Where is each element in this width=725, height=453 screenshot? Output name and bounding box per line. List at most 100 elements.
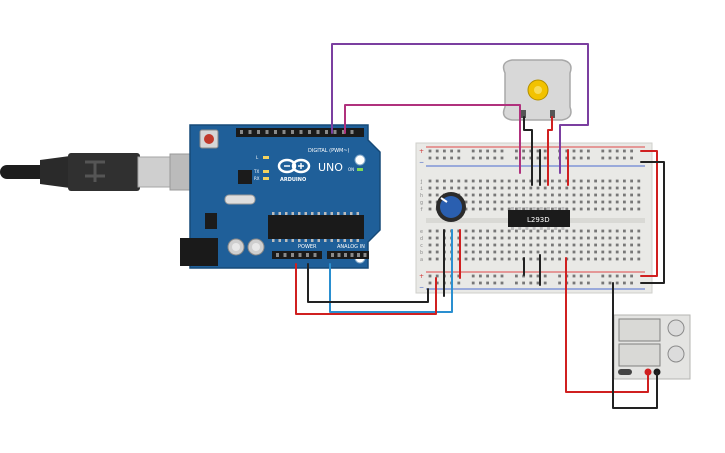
rail-hole <box>587 281 590 285</box>
breadboard-hole <box>529 236 533 240</box>
breadboard-hole <box>543 207 547 211</box>
l293d-pin <box>561 207 565 210</box>
l293d-pin <box>518 227 522 230</box>
power-label: POWER <box>298 244 317 250</box>
rail-hole <box>536 149 540 153</box>
rail-hole <box>471 149 475 153</box>
svg-text:f: f <box>420 207 423 213</box>
wire-supply-plus[interactable] <box>565 257 649 393</box>
power-pin <box>291 253 294 257</box>
breadboard-hole <box>579 236 583 240</box>
rail-hole <box>529 149 533 153</box>
rail-hole <box>479 149 482 153</box>
wire-rail-minus-bridge[interactable] <box>640 161 665 284</box>
breadboard-hole <box>551 186 554 190</box>
breadboard-hole <box>558 236 561 240</box>
rail-hole <box>529 156 533 160</box>
rail-hole <box>486 281 489 285</box>
breadboard-hole <box>507 186 511 190</box>
breadboard-hole <box>464 200 468 204</box>
rail-hole <box>435 274 439 278</box>
rail-hole <box>579 149 583 153</box>
breadboard-hole <box>428 207 432 211</box>
dc-motor[interactable] <box>502 59 572 121</box>
breadboard-hole <box>601 243 605 247</box>
chip-pin <box>337 212 340 215</box>
chip-pin <box>324 239 327 242</box>
breadboard-hole <box>515 193 518 197</box>
breadboard-hole <box>486 229 489 233</box>
current-knob[interactable] <box>667 345 685 363</box>
rail-hole <box>471 281 475 285</box>
rail-hole <box>608 156 612 160</box>
wire-purple[interactable] <box>331 43 589 174</box>
breadboard-hole <box>450 179 453 183</box>
digital-pin <box>316 130 320 134</box>
breadboard-hole <box>522 193 525 197</box>
wire-rail-plus-bridge[interactable] <box>640 150 658 277</box>
wire-supply-minus[interactable] <box>612 282 658 409</box>
power-supply[interactable] <box>613 314 691 380</box>
potentiometer[interactable] <box>436 192 466 222</box>
breadboard-hole <box>543 229 547 233</box>
power-pin <box>276 253 279 257</box>
l293d-pin <box>554 227 558 230</box>
usb-cable[interactable] <box>0 153 197 191</box>
breadboard-hole <box>536 243 540 247</box>
breadboard-hole <box>529 193 533 197</box>
digital-pin <box>274 130 277 134</box>
breadboard-hole <box>572 186 576 190</box>
breadboard-hole <box>630 229 633 233</box>
power-switch[interactable] <box>618 369 632 375</box>
uno-label: UNO <box>318 161 343 174</box>
digital-pin <box>325 130 328 134</box>
wire-gnd[interactable] <box>307 263 429 303</box>
rail-hole <box>500 281 504 285</box>
breadboard-hole <box>608 186 612 190</box>
breadboard-hole <box>601 250 605 254</box>
rail-hole <box>428 281 432 285</box>
rail-hole <box>457 281 461 285</box>
rail-hole <box>515 274 518 278</box>
power-jack[interactable] <box>180 238 218 266</box>
wire-motor-red[interactable] <box>547 116 553 186</box>
rail-hole <box>493 274 497 278</box>
digital-pin <box>257 130 260 134</box>
wire-pot-signal[interactable] <box>329 229 453 313</box>
breadboard-hole <box>443 186 446 190</box>
rail-hole <box>630 281 633 285</box>
breadboard-hole <box>536 250 540 254</box>
rail-hole <box>471 156 475 160</box>
arduino-uno-board[interactable]: DIGITAL (PWM~) L TX RX UNO ARDUINO ON <box>180 124 381 269</box>
breadboard-hole <box>637 250 641 254</box>
wire-5v[interactable] <box>295 263 437 315</box>
breadboard-hole <box>428 229 432 233</box>
breadboard-hole <box>515 179 518 183</box>
row-letters: j i h g f e d c b a <box>420 179 423 263</box>
voltage-knob[interactable] <box>667 319 685 337</box>
breadboard-hole <box>630 186 633 190</box>
breadboard-hole <box>464 193 468 197</box>
rail-hole <box>471 274 475 278</box>
digital-pin <box>248 130 252 134</box>
breadboard-hole <box>601 229 605 233</box>
breadboard-hole <box>500 229 504 233</box>
l293d-driver-chip[interactable]: L293D <box>508 207 570 230</box>
breadboard-hole <box>435 236 439 240</box>
chip-pin <box>343 212 346 215</box>
wire-magenta[interactable] <box>344 104 521 174</box>
wire-motor-black[interactable] <box>523 116 533 186</box>
breadboard-hole <box>572 179 576 183</box>
breadboard-hole <box>579 229 583 233</box>
breadboard-hole <box>594 243 597 247</box>
rail-hole <box>450 156 453 160</box>
chip-pin <box>304 212 307 215</box>
breadboard-hole <box>522 236 525 240</box>
breadboard-hole <box>623 179 626 183</box>
breadboard-hole <box>471 250 475 254</box>
breadboard-hole <box>565 243 569 247</box>
breadboard-hole <box>486 193 489 197</box>
breadboard-hole <box>608 250 612 254</box>
breadboard-hole <box>608 193 612 197</box>
breadboard-hole <box>435 193 439 197</box>
